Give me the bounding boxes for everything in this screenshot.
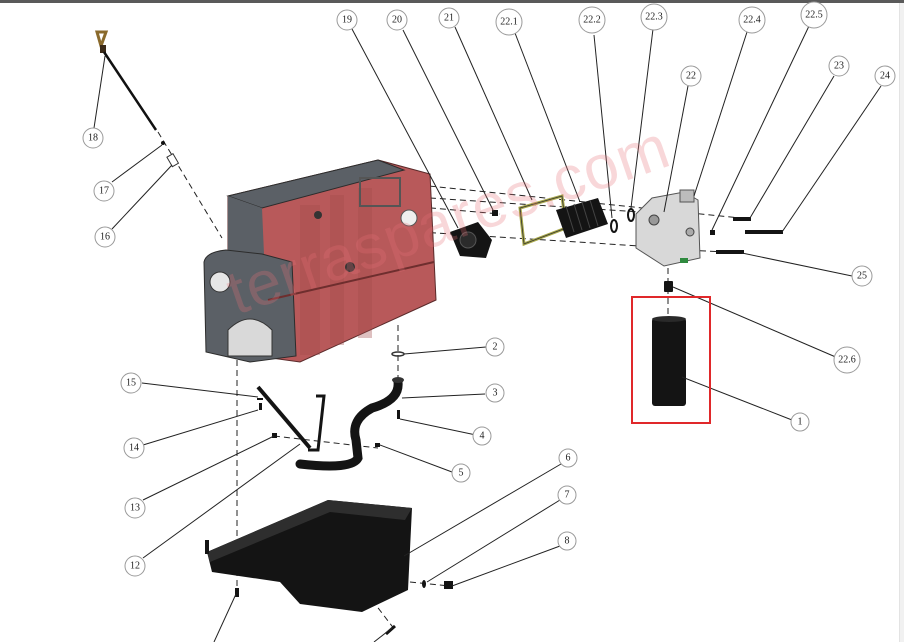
bracket-part xyxy=(256,385,326,452)
callout-22-6[interactable]: 22.6 xyxy=(833,346,861,374)
leader-lines xyxy=(93,25,882,642)
callout-7[interactable]: 7 xyxy=(557,485,577,505)
callout-22-2[interactable]: 22.2 xyxy=(578,6,606,34)
callout-25[interactable]: 25 xyxy=(851,265,873,287)
callout-1[interactable]: 1 xyxy=(790,412,810,432)
callout-23[interactable]: 23 xyxy=(828,55,850,77)
callout-20[interactable]: 20 xyxy=(386,9,408,31)
screw-24-part xyxy=(745,230,783,234)
scrollbar[interactable] xyxy=(899,3,904,642)
callout-18[interactable]: 18 xyxy=(82,127,104,149)
callout-label: 22.6 xyxy=(838,355,856,366)
callout-22[interactable]: 22 xyxy=(680,65,702,87)
callout-14[interactable]: 14 xyxy=(123,437,145,459)
callout-16[interactable]: 16 xyxy=(94,226,116,248)
callout-22-3[interactable]: 22.3 xyxy=(640,3,668,31)
callout-label: 7 xyxy=(565,490,570,501)
callout-label: 8 xyxy=(565,536,570,547)
callout-label: 22 xyxy=(686,71,696,82)
bottom-fastener-part xyxy=(385,624,396,636)
callout-15[interactable]: 15 xyxy=(120,372,142,394)
o-ring-22-3-part xyxy=(627,208,635,222)
top-border xyxy=(0,0,904,3)
callout-label: 6 xyxy=(566,453,571,464)
callout-4[interactable]: 4 xyxy=(472,426,492,446)
callout-label: 19 xyxy=(342,15,352,26)
callout-label: 17 xyxy=(99,186,109,197)
callout-label: 2 xyxy=(493,342,498,353)
callout-label: 24 xyxy=(880,71,890,82)
callout-label: 1 xyxy=(798,417,803,428)
callout-3[interactable]: 3 xyxy=(485,383,505,403)
callout-label: 5 xyxy=(459,468,464,479)
callout-label: 21 xyxy=(444,13,454,24)
callout-12[interactable]: 12 xyxy=(124,555,146,577)
callout-label: 14 xyxy=(129,443,139,454)
callout-17[interactable]: 17 xyxy=(93,180,115,202)
callout-label: 18 xyxy=(88,133,98,144)
callout-8[interactable]: 8 xyxy=(557,531,577,551)
callout-label: 16 xyxy=(100,232,110,243)
screw-14-part xyxy=(259,403,262,410)
seal-ring-part xyxy=(391,351,405,357)
screw-20-part xyxy=(492,210,498,216)
callout-label: 3 xyxy=(493,388,498,399)
gasket-part xyxy=(518,194,568,247)
oil-filter-head-part xyxy=(635,189,701,267)
callout-label: 22.4 xyxy=(743,15,761,26)
oil-filter-part xyxy=(652,316,686,406)
callout-22-4[interactable]: 22.4 xyxy=(738,6,766,34)
callout-22-5[interactable]: 22.5 xyxy=(800,1,828,29)
screw-25-part xyxy=(716,250,744,254)
callout-label: 13 xyxy=(130,503,140,514)
callout-label: 23 xyxy=(834,61,844,72)
callout-5[interactable]: 5 xyxy=(451,463,471,483)
screw-23-part xyxy=(733,217,751,221)
drain-plug-part xyxy=(444,581,453,589)
callout-label: 12 xyxy=(130,561,140,572)
callout-label: 22.2 xyxy=(583,15,601,26)
washer-7-part xyxy=(422,580,426,588)
screw-5-part xyxy=(375,443,380,447)
seal-22-2-part xyxy=(610,219,618,233)
filter-nipple-part xyxy=(664,281,673,292)
callout-22-1[interactable]: 22.1 xyxy=(495,8,523,36)
washer-15-part xyxy=(257,398,263,400)
oil-pump-part xyxy=(450,222,492,258)
callout-label: 22.5 xyxy=(805,10,823,21)
callout-24[interactable]: 24 xyxy=(874,65,896,87)
plug-22-5-part xyxy=(710,230,715,235)
callout-label: 4 xyxy=(480,431,485,442)
callout-13[interactable]: 13 xyxy=(124,497,146,519)
engine-block xyxy=(203,159,437,363)
suction-pipe-part xyxy=(295,377,404,471)
callout-label: 22.1 xyxy=(500,17,518,28)
oil-cooler-part xyxy=(556,198,608,238)
callout-21[interactable]: 21 xyxy=(438,7,460,29)
callout-6[interactable]: 6 xyxy=(558,448,578,468)
screw-4-part xyxy=(397,410,400,419)
callout-2[interactable]: 2 xyxy=(485,337,505,357)
callout-label: 22.3 xyxy=(645,12,663,23)
callout-label: 25 xyxy=(857,271,867,282)
callouts: 1 2 3 4 5 6 7 8 12 13 14 15 16 17 18 19 … xyxy=(82,1,896,577)
callout-label: 15 xyxy=(126,378,136,389)
callout-label: 20 xyxy=(392,15,402,26)
oil-filter-highlight-box xyxy=(631,296,711,424)
dipstick-part xyxy=(95,30,180,168)
oil-sump-part xyxy=(205,500,412,612)
callout-19[interactable]: 19 xyxy=(336,9,358,31)
bottom-screw-part xyxy=(235,588,239,597)
nut-13-part xyxy=(272,433,277,438)
